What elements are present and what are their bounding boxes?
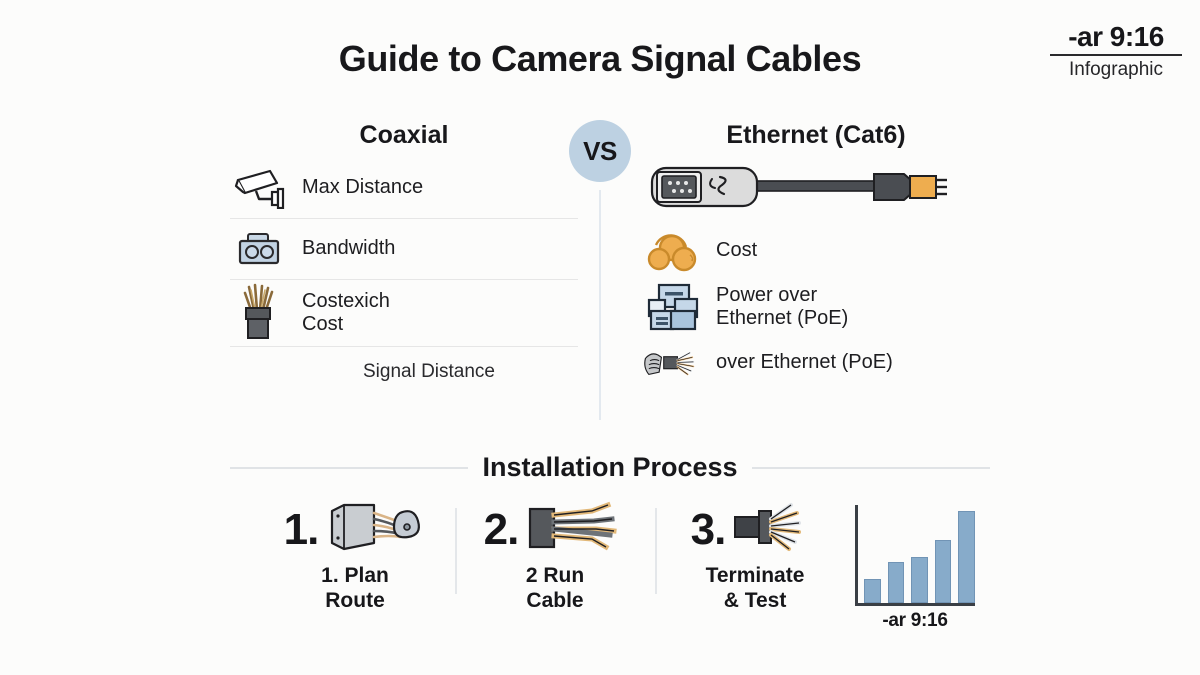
column-divider (599, 190, 601, 420)
step-number: 2. (483, 505, 520, 554)
installation-steps: 1. 1. Plan (255, 500, 855, 614)
feature-label: Cost (716, 239, 758, 262)
comparison-section: VS Coaxial Max Distance (230, 118, 990, 428)
step-top: 3. (655, 500, 855, 560)
step-number: 1. (283, 505, 320, 554)
coins-icon (642, 229, 706, 273)
mini-bar-chart: -ar 9:16 (855, 505, 975, 632)
feature-label: Bandwidth (302, 237, 396, 260)
step-label: 2 Run Cable (455, 564, 655, 614)
step-number: 3. (690, 505, 727, 554)
step-label-line2: Route (325, 588, 385, 612)
plan-route-icon (322, 499, 426, 562)
ethernet-cable-icon (646, 162, 990, 217)
step-label-line1: 1. Plan (321, 564, 389, 587)
aspect-ratio-badge: -ar 9:16 Infographic (1046, 22, 1186, 81)
feature-label: over Ethernet (PoE) (716, 351, 893, 374)
step-item: 2. 2 R (455, 500, 655, 614)
header-rule-right (751, 466, 990, 469)
feature-row: Max Distance (230, 160, 578, 216)
feature-label: Costexich Cost (302, 290, 390, 336)
coaxial-heading: Coaxial (359, 121, 449, 149)
feature-label-line2: Cost (302, 313, 344, 335)
ethernet-heading: Ethernet (Cat6) (726, 121, 906, 149)
chart-bar (958, 510, 975, 603)
step-label: Terminate & Test (655, 564, 855, 614)
row-separator (230, 346, 578, 347)
coax-cable-end-icon (230, 282, 292, 344)
step-item: 1. 1. Plan (255, 500, 455, 614)
chart-bar (864, 579, 881, 603)
vs-badge: VS (569, 120, 631, 182)
badge-subtitle: Infographic (1068, 59, 1163, 81)
feature-row: Bandwidth (230, 221, 578, 277)
step-label-line2: Cable (526, 588, 584, 612)
step-label-line1: Terminate (705, 564, 805, 587)
coaxial-footnote: Signal Distance (362, 361, 496, 382)
bandwidth-device-icon (230, 229, 292, 269)
feature-label-line1: Costexich (302, 289, 390, 312)
cable-connector-icon (642, 339, 706, 387)
header-rule-left (230, 466, 469, 469)
chart-plot-area (855, 505, 975, 606)
chart-bar (911, 556, 928, 603)
step-label-line2: & Test (723, 588, 787, 612)
row-separator (230, 218, 578, 219)
page-title: Guide to Camera Signal Cables (338, 38, 862, 79)
installation-section-header: Installation Process (230, 452, 990, 483)
cctv-camera-icon (230, 167, 292, 209)
feature-label: Power over Ethernet (PoE) (716, 284, 848, 330)
installation-title: Installation Process (482, 452, 738, 482)
chart-bar (934, 540, 952, 603)
coaxial-column: Coaxial Max Distance (230, 118, 578, 383)
feature-label-line1: Power over (716, 283, 818, 306)
feature-row: Cost (642, 223, 990, 279)
feature-label: Max Distance (302, 176, 424, 199)
step-top: 1. (255, 500, 455, 560)
row-separator (230, 279, 578, 280)
chart-bar (887, 561, 905, 603)
terminate-test-icon (729, 499, 819, 562)
step-label-line1: 2 Run (525, 564, 585, 587)
feature-row: Power over Ethernet (PoE) (642, 279, 990, 335)
step-item: 3. (655, 500, 855, 614)
feature-row: over Ethernet (PoE) (642, 335, 990, 391)
poe-devices-icon (642, 281, 706, 333)
step-label: 1. Plan Route (255, 564, 455, 614)
feature-label-line2: Ethernet (PoE) (716, 307, 849, 329)
feature-row: Costexich Cost (230, 282, 578, 344)
ethernet-column: Ethernet (Cat6) (642, 118, 990, 391)
chart-caption: -ar 9:16 (882, 610, 948, 631)
aspect-ratio-value: -ar 9:16 (1068, 21, 1164, 52)
step-top: 2. (455, 500, 655, 560)
badge-divider (1050, 54, 1182, 57)
run-cable-icon (522, 499, 626, 562)
